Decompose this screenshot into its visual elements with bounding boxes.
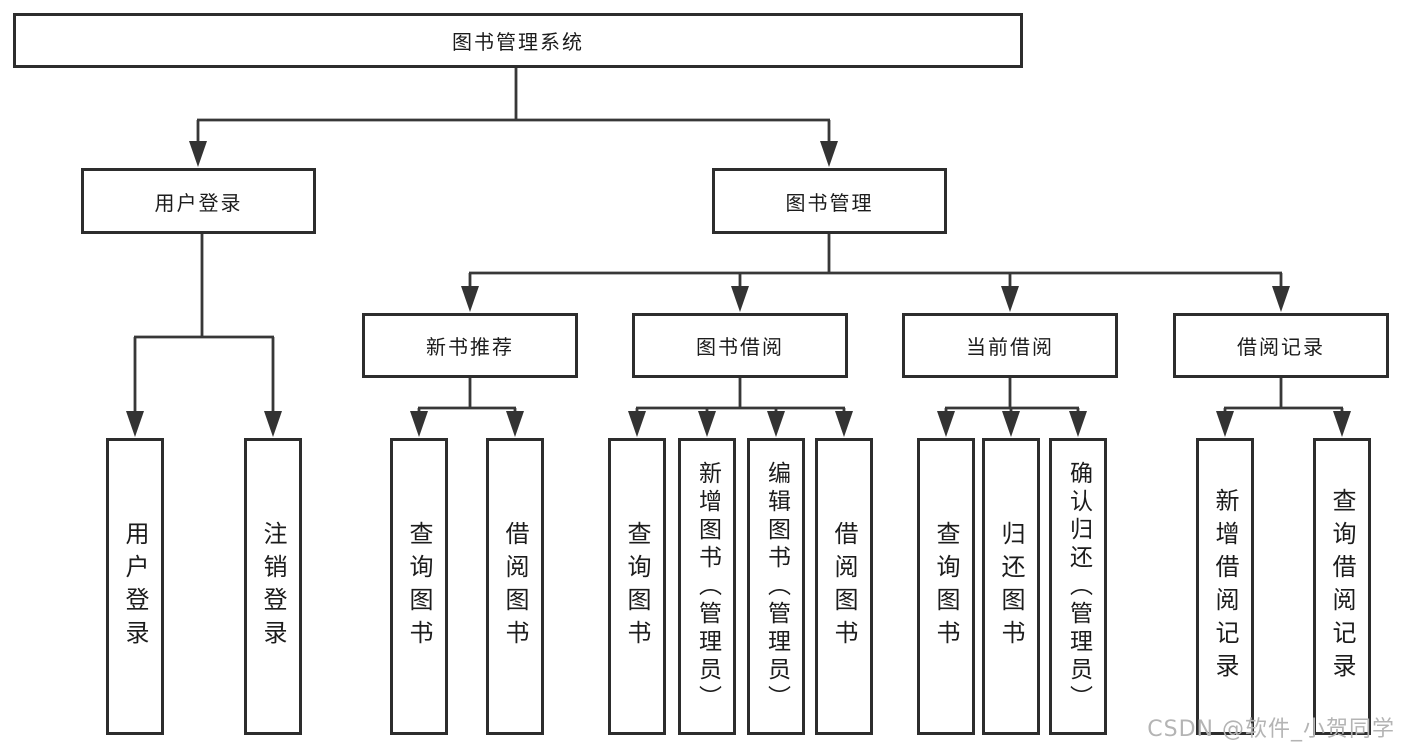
leaf-nbr-query-books: 查询图书 bbox=[390, 438, 448, 735]
leaf-bb-borrow-books: 借阅图书 bbox=[815, 438, 873, 735]
leaf-bb-edit-books-admin: 编辑图书（管理员） bbox=[747, 438, 805, 735]
leaf-label: 查询图书 bbox=[405, 520, 433, 653]
leaf-label: 注销登录 bbox=[259, 520, 287, 653]
leaf-label: 查询图书 bbox=[932, 520, 960, 653]
leaf-label: 编辑图书（管理员） bbox=[763, 460, 790, 713]
leaf-cb-return-books: 归还图书 bbox=[982, 438, 1040, 735]
leaf-label: 用户登录 bbox=[121, 520, 149, 653]
node-book-borrowing: 图书借阅 bbox=[632, 313, 848, 378]
node-current-borrowing: 当前借阅 bbox=[902, 313, 1118, 378]
leaf-br-query-record: 查询借阅记录 bbox=[1313, 438, 1371, 735]
leaf-label: 新增图书（管理员） bbox=[694, 460, 721, 713]
leaf-label: 归还图书 bbox=[997, 520, 1025, 653]
node-book-management: 图书管理 bbox=[712, 168, 947, 234]
leaf-cb-query-books: 查询图书 bbox=[917, 438, 975, 735]
node-borrowing-records: 借阅记录 bbox=[1173, 313, 1389, 378]
leaf-label: 借阅图书 bbox=[501, 520, 529, 653]
leaf-nbr-borrow-books: 借阅图书 bbox=[486, 438, 544, 735]
leaf-bb-add-books-admin: 新增图书（管理员） bbox=[678, 438, 736, 735]
leaf-bb-query-books: 查询图书 bbox=[608, 438, 666, 735]
leaf-label: 借阅图书 bbox=[830, 520, 858, 653]
leaf-cb-confirm-return-admin: 确认归还（管理员） bbox=[1049, 438, 1107, 735]
leaf-user-login: 用户登录 bbox=[106, 438, 164, 735]
leaf-label: 查询图书 bbox=[623, 520, 651, 653]
node-user-login: 用户登录 bbox=[81, 168, 316, 234]
leaf-logout: 注销登录 bbox=[244, 438, 302, 735]
arrowheads bbox=[126, 141, 1351, 437]
leaf-label: 确认归还（管理员） bbox=[1065, 460, 1092, 713]
watermark-csdn: CSDN @软件_小贺同学 bbox=[1147, 717, 1395, 742]
node-new-book-recommendation: 新书推荐 bbox=[362, 313, 578, 378]
leaf-label: 新增借阅记录 bbox=[1211, 487, 1239, 686]
leaf-br-add-record: 新增借阅记录 bbox=[1196, 438, 1254, 735]
node-library-management-system: 图书管理系统 bbox=[13, 13, 1023, 68]
leaf-label: 查询借阅记录 bbox=[1328, 487, 1356, 686]
